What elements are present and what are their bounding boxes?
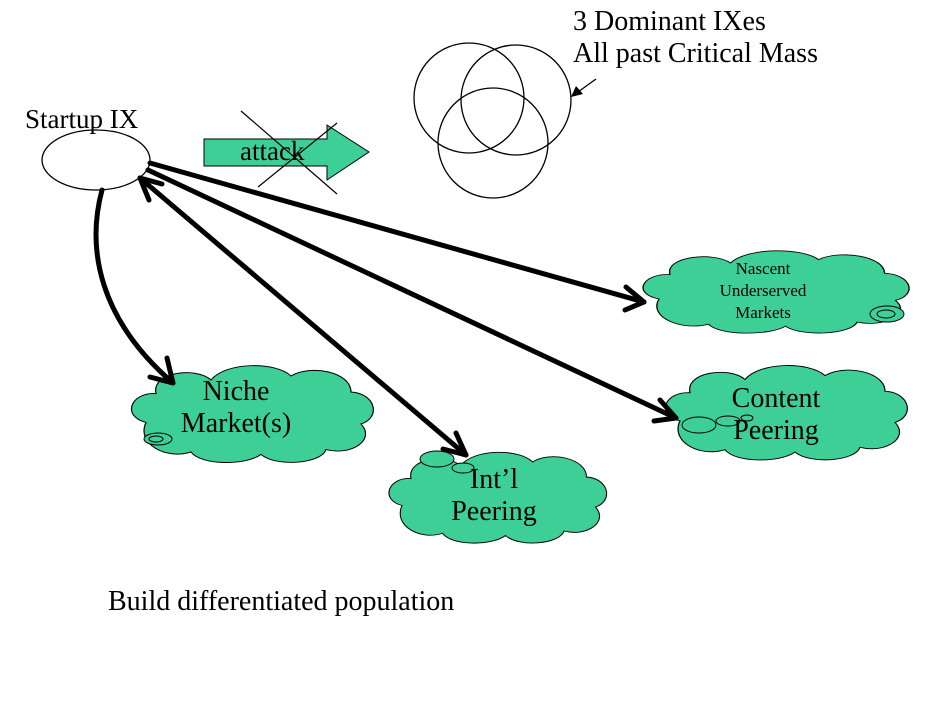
intl-line2: Peering bbox=[451, 496, 537, 528]
nascent-markets-cloud bbox=[642, 250, 910, 334]
dominant-pointer-arrow bbox=[571, 78, 597, 97]
nascent-markets-label: Nascent Underserved Markets bbox=[720, 258, 807, 323]
dominant-ixes-title: 3 Dominant IXes All past Critical Mass bbox=[573, 6, 818, 70]
attack-arrow bbox=[203, 124, 370, 181]
niche-market-label: Niche Market(s) bbox=[181, 376, 291, 440]
niche-line1: Niche bbox=[202, 376, 270, 407]
nascent-line1: Nascent bbox=[735, 259, 791, 278]
intl-peering-label: Int’l Peering bbox=[451, 464, 537, 528]
attack-cross-out bbox=[240, 110, 338, 195]
content-line2: Peering bbox=[733, 415, 819, 447]
niche-line2: Market(s) bbox=[180, 408, 292, 440]
attack-label: attack bbox=[240, 136, 305, 166]
startup-ix-node bbox=[41, 129, 151, 191]
dominant-ix-circles bbox=[413, 42, 572, 199]
dominant-ixes-line2: All past Critical Mass bbox=[573, 38, 818, 70]
arrow-to-niche-market bbox=[93, 187, 176, 386]
intl-peering-cloud bbox=[388, 450, 608, 544]
arrow-to-intl-peering bbox=[137, 175, 469, 458]
content-line1: Content bbox=[731, 383, 821, 414]
intl-line1: Int’l bbox=[469, 464, 519, 495]
arrow-to-nascent-markets bbox=[147, 160, 647, 313]
footer-caption: Build differentiated population bbox=[108, 586, 455, 617]
startup-ix-label: Startup IX bbox=[25, 104, 139, 134]
nascent-line2: Underserved bbox=[719, 280, 807, 300]
dominant-ix-circle-left bbox=[413, 42, 525, 154]
nascent-line3: Markets bbox=[735, 302, 791, 322]
dominant-ix-circle-bottom bbox=[437, 87, 549, 199]
niche-market-cloud bbox=[130, 365, 374, 464]
content-peering-label: Content Peering bbox=[732, 383, 821, 447]
arrow-to-content-peering bbox=[145, 167, 679, 424]
content-peering-cloud bbox=[664, 364, 908, 461]
dominant-ix-circle-right bbox=[460, 44, 572, 156]
dominant-ixes-line1: 3 Dominant IXes bbox=[573, 6, 766, 37]
